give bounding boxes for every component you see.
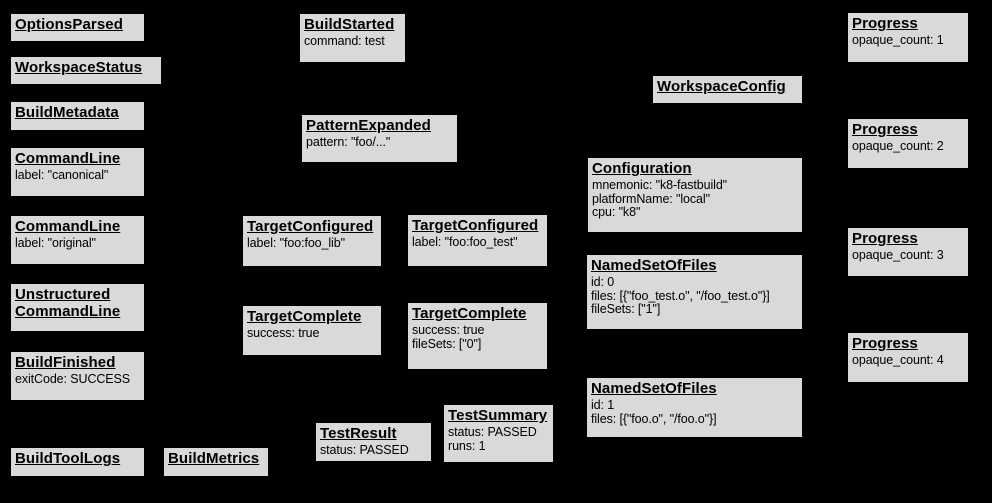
node-body: command: test [304, 34, 385, 48]
node-body: status: PASSED runs: 1 [448, 425, 537, 453]
node-target-complete-foo-test: TargetComplete success: true fileSets: [… [407, 302, 548, 370]
node-body: pattern: "foo/..." [306, 135, 391, 149]
node-title: BuildStarted [304, 16, 395, 33]
node-target-configured-foo-lib: TargetConfigured label: "foo:foo_lib" [242, 215, 382, 267]
node-title: Progress [852, 335, 918, 352]
node-title: WorkspaceConfig [657, 78, 786, 95]
node-progress-1: Progress opaque_count: 1 [847, 12, 969, 63]
node-title: CommandLine [15, 218, 121, 235]
node-title: BuildToolLogs [15, 450, 121, 467]
node-target-configured-foo-test: TargetConfigured label: "foo:foo_test" [407, 214, 548, 267]
node-title: TargetConfigured [247, 218, 374, 235]
node-title: CommandLine [15, 150, 121, 167]
node-title: Unstructured CommandLine [15, 286, 121, 320]
node-title: NamedSetOfFiles [591, 380, 717, 397]
node-progress-3: Progress opaque_count: 3 [847, 227, 969, 277]
node-title: BuildMetadata [15, 104, 119, 121]
node-body: opaque_count: 1 [852, 33, 944, 47]
node-options-parsed: OptionsParsed [10, 13, 145, 42]
node-workspace-config: WorkspaceConfig [652, 75, 803, 104]
node-title: TargetComplete [247, 308, 362, 325]
node-body: label: "canonical" [15, 168, 109, 182]
node-progress-2: Progress opaque_count: 2 [847, 118, 969, 169]
node-body: success: true fileSets: ["0"] [412, 323, 485, 351]
node-body: success: true [247, 326, 320, 340]
node-pattern-expanded: PatternExpanded pattern: "foo/..." [301, 114, 458, 163]
node-body: opaque_count: 2 [852, 139, 944, 153]
node-test-summary: TestSummary status: PASSED runs: 1 [443, 404, 554, 463]
node-command-line-canonical: CommandLine label: "canonical" [10, 147, 145, 197]
node-title: BuildFinished [15, 354, 116, 371]
node-workspace-status: WorkspaceStatus [10, 56, 162, 85]
node-unstructured-command-line: Unstructured CommandLine [10, 283, 145, 332]
node-body: id: 1 files: [{"foo.o", "/foo.o"}] [591, 398, 717, 426]
node-body: mnemonic: "k8-fastbuild" platformName: "… [592, 178, 728, 219]
node-body: label: "foo:foo_lib" [247, 236, 345, 250]
node-build-started: BuildStarted command: test [299, 13, 406, 63]
node-title: Progress [852, 230, 918, 247]
node-title: NamedSetOfFiles [591, 257, 717, 274]
node-body: opaque_count: 3 [852, 248, 944, 262]
node-title: Configuration [592, 160, 692, 177]
node-build-metadata: BuildMetadata [10, 101, 145, 131]
node-command-line-original: CommandLine label: "original" [10, 215, 145, 265]
node-progress-4: Progress opaque_count: 4 [847, 332, 969, 383]
node-title: PatternExpanded [306, 117, 431, 134]
node-title: WorkspaceStatus [15, 59, 143, 76]
node-configuration: Configuration mnemonic: "k8-fastbuild" p… [587, 157, 803, 233]
node-title: Progress [852, 15, 918, 32]
node-named-set-of-files-0: NamedSetOfFiles id: 0 files: [{"foo_test… [586, 254, 803, 330]
node-build-finished: BuildFinished exitCode: SUCCESS [10, 351, 145, 401]
node-title: Progress [852, 121, 918, 138]
node-body: label: "foo:foo_test" [412, 235, 518, 249]
node-build-tool-logs: BuildToolLogs [10, 447, 145, 477]
node-body: opaque_count: 4 [852, 353, 944, 367]
node-named-set-of-files-1: NamedSetOfFiles id: 1 files: [{"foo.o", … [586, 377, 803, 438]
node-title: TestResult [320, 425, 397, 442]
node-body: exitCode: SUCCESS [15, 372, 131, 386]
node-title: OptionsParsed [15, 16, 123, 33]
node-title: TestSummary [448, 407, 548, 424]
node-title: BuildMetrics [168, 450, 260, 467]
node-title: TargetConfigured [412, 217, 539, 234]
node-body: id: 0 files: [{"foo_test.o", "/foo_test.… [591, 275, 770, 316]
node-body: status: PASSED [320, 443, 409, 457]
node-title: TargetComplete [412, 305, 527, 322]
node-test-result: TestResult status: PASSED [315, 422, 432, 462]
node-body: label: "original" [15, 236, 96, 250]
node-build-metrics: BuildMetrics [163, 447, 269, 477]
node-target-complete-foo-lib: TargetComplete success: true [242, 305, 382, 356]
